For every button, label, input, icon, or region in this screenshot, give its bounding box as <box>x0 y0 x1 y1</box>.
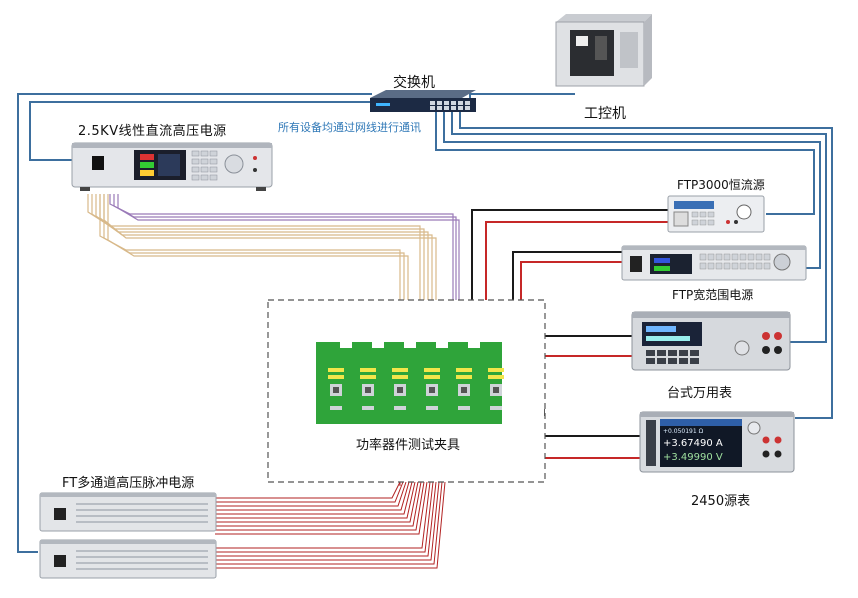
wide-range-supply <box>621 245 807 281</box>
fixture-socket-pad <box>426 406 438 410</box>
fixture-socket-pin <box>429 387 435 393</box>
wide-supply-key <box>739 253 747 261</box>
wide-supply-key <box>699 253 707 261</box>
fixture-socket-pad <box>394 406 406 410</box>
network-note: 所有设备均通过网线进行通讯 <box>278 121 421 134</box>
svg-text:I: I <box>543 408 546 419</box>
pulse-supply-vent <box>76 568 208 570</box>
wide-supply-key <box>755 262 763 270</box>
wide-supply-key <box>707 253 715 261</box>
pulse-supply-vent <box>76 550 208 552</box>
pulse-supply-label: FT多通道高压脉冲电源 <box>62 476 195 491</box>
dmm-key <box>668 350 677 356</box>
fixture-socket-label <box>328 368 344 372</box>
dmm-key <box>646 358 655 364</box>
pulse-supply-bundle <box>215 481 446 569</box>
dmm-key <box>646 350 655 356</box>
fixture-socket-pin <box>333 387 339 393</box>
fixture-socket-label <box>456 375 472 379</box>
ipc-label: 工控机 <box>584 106 626 122</box>
pulse-supply-vent <box>76 556 208 558</box>
pulse-supply-vent <box>76 503 208 505</box>
wide-supply-key <box>715 262 723 270</box>
fixture-socket-label <box>392 368 408 372</box>
fixture-socket-label <box>424 368 440 372</box>
smu-2450: +0.050191 Ω +3.67490 A +3.49990 V <box>639 411 795 473</box>
industrial-pc <box>555 14 652 87</box>
dmm-key <box>657 350 666 356</box>
fixture-socket-label <box>456 368 472 372</box>
dmm-key <box>690 358 699 364</box>
fixture-socket-label <box>360 375 376 379</box>
wide-supply-key <box>755 253 763 261</box>
fixture-board <box>316 342 504 424</box>
wide-supply-key <box>699 262 707 270</box>
fixture-socket-pin <box>461 387 467 393</box>
test-leads <box>471 209 668 459</box>
smu-label: 2450源表 <box>691 494 751 509</box>
fixture-socket-pad <box>458 406 470 410</box>
wide-supply-key <box>763 262 771 270</box>
smu-resistance-readout: +0.050191 Ω <box>663 428 704 435</box>
fixture-socket-pin <box>493 387 499 393</box>
fixture-socket-label <box>328 375 344 379</box>
fixture-socket-label <box>360 368 376 372</box>
fixture-socket-pin <box>397 387 403 393</box>
wide-supply-key <box>723 262 731 270</box>
dmm-label: 台式万用表 <box>667 386 733 401</box>
hv-supply-label: 2.5KV线性直流高压电源 <box>78 124 227 139</box>
network-switch <box>370 90 476 112</box>
hv-supply <box>71 142 273 191</box>
cc-source <box>667 195 765 233</box>
fixture-socket-pin <box>365 387 371 393</box>
hv-supply-bundle <box>87 194 460 300</box>
wide-supply-key <box>707 262 715 270</box>
fixture-socket-label <box>392 375 408 379</box>
cc-source-label: FTP3000恒流源 <box>677 178 765 192</box>
network-cables <box>17 93 833 553</box>
smu-voltage-readout: +3.49990 V <box>663 452 723 463</box>
wide-supply-label: FTP宽范围电源 <box>672 288 754 302</box>
wide-supply-key <box>747 262 755 270</box>
wide-supply-key <box>715 253 723 261</box>
wide-supply-key <box>747 253 755 261</box>
wide-supply-key <box>731 262 739 270</box>
wide-supply-key <box>763 253 771 261</box>
wide-supply-key <box>731 253 739 261</box>
fixture-socket-pad <box>490 406 502 410</box>
fixture-socket-pad <box>362 406 374 410</box>
dmm-key <box>679 350 688 356</box>
fixture-label: 功率器件测试夹具 <box>356 438 461 453</box>
pulse-supply <box>39 492 217 579</box>
dmm-key <box>679 358 688 364</box>
dmm-key <box>690 350 699 356</box>
pulse-supply-vent <box>76 521 208 523</box>
pulse-supply-vent <box>76 509 208 511</box>
fixture-socket-label <box>488 368 504 372</box>
wide-supply-key <box>739 262 747 270</box>
pulse-supply-vent <box>76 562 208 564</box>
switch-label: 交换机 <box>393 75 435 91</box>
pulse-supply-vent <box>76 515 208 517</box>
fixture-socket-label <box>424 375 440 379</box>
bench-dmm <box>631 311 791 371</box>
dmm-key <box>668 358 677 364</box>
smu-current-readout: +3.67490 A <box>663 438 723 449</box>
dmm-key <box>657 358 666 364</box>
fixture-socket-pad <box>330 406 342 410</box>
wide-supply-key <box>723 253 731 261</box>
fixture-socket-label <box>488 375 504 379</box>
